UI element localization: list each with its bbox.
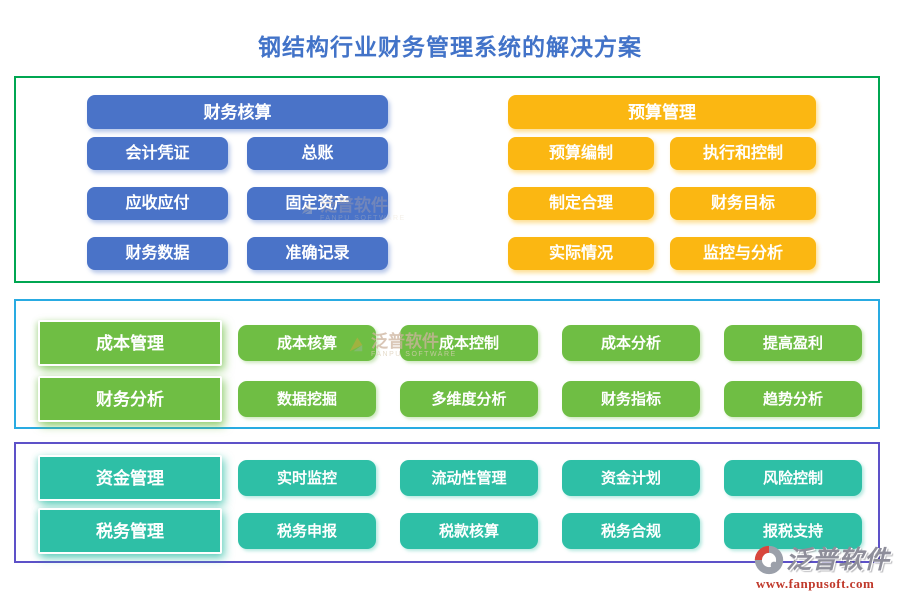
row-fund-management: 资金管理 实时监控 流动性管理 资金计划 风险控制 [38, 455, 862, 501]
block-finance-accounting-header: 财务核算 [87, 95, 388, 129]
block-realtime-monitoring: 实时监控 [238, 460, 376, 496]
group-budget-management: 预算管理 预算编制 执行和控制 制定合理 财务目标 实际情况 监控与分析 [508, 95, 816, 270]
block-cost-accounting: 成本核算 [238, 325, 376, 361]
block-monitoring-analysis: 监控与分析 [670, 237, 816, 270]
block-reasonable-setting: 制定合理 [508, 187, 654, 220]
block-improve-profit: 提高盈利 [724, 325, 862, 361]
row-cost-management: 成本管理 成本核算 成本控制 成本分析 提高盈利 [38, 320, 862, 366]
section-fund-tax: 资金管理 实时监控 流动性管理 资金计划 风险控制 税务管理 税务申报 税款核算… [14, 442, 880, 563]
block-data-mining: 数据挖掘 [238, 381, 376, 417]
block-actual-situation: 实际情况 [508, 237, 654, 270]
block-liquidity-management: 流动性管理 [400, 460, 538, 496]
block-accurate-records: 准确记录 [247, 237, 388, 270]
block-accounting-voucher: 会计凭证 [87, 137, 228, 170]
block-financial-indicators: 财务指标 [562, 381, 700, 417]
block-financial-analysis-header: 财务分析 [38, 376, 222, 422]
block-tax-management-header: 税务管理 [38, 508, 222, 554]
block-budget-preparation: 预算编制 [508, 137, 654, 170]
block-tax-declaration: 税务申报 [238, 513, 376, 549]
row-financial-analysis: 财务分析 数据挖掘 多维度分析 财务指标 趋势分析 [38, 376, 862, 422]
block-fund-management-header: 资金管理 [38, 455, 222, 501]
block-financial-goals: 财务目标 [670, 187, 816, 220]
group-finance-accounting: 财务核算 会计凭证 总账 应收应付 固定资产 财务数据 准确记录 [87, 95, 388, 270]
block-multidimensional-analysis: 多维度分析 [400, 381, 538, 417]
block-tax-compliance: 税务合规 [562, 513, 700, 549]
row-tax-management: 税务管理 税务申报 税款核算 税务合规 报税支持 [38, 508, 862, 554]
vendor-logo[interactable]: 泛普软件 www.fanpusoft.com [754, 545, 890, 592]
section-finance-budget: 财务核算 会计凭证 总账 应收应付 固定资产 财务数据 准确记录 预算管理 预算… [14, 76, 880, 283]
block-execution-control: 执行和控制 [670, 137, 816, 170]
block-financial-data: 财务数据 [87, 237, 228, 270]
block-trend-analysis: 趋势分析 [724, 381, 862, 417]
vendor-url[interactable]: www.fanpusoft.com [755, 576, 875, 591]
block-tax-accounting: 税款核算 [400, 513, 538, 549]
block-general-ledger: 总账 [247, 137, 388, 170]
page-title: 钢结构行业财务管理系统的解决方案 [258, 34, 642, 60]
block-cost-management-header: 成本管理 [38, 320, 222, 366]
vendor-name: 泛普软件 [785, 545, 890, 574]
block-tax-filing-support: 报税支持 [724, 513, 862, 549]
block-cost-control: 成本控制 [400, 325, 538, 361]
block-risk-control: 风险控制 [724, 460, 862, 496]
block-fund-planning: 资金计划 [562, 460, 700, 496]
block-budget-management-header: 预算管理 [508, 95, 816, 129]
block-fixed-assets: 固定资产 [247, 187, 388, 220]
block-cost-analysis: 成本分析 [562, 325, 700, 361]
block-receivable-payable: 应收应付 [87, 187, 228, 220]
fanpu-logo-icon [754, 545, 784, 575]
section-cost-analysis: 成本管理 成本核算 成本控制 成本分析 提高盈利 财务分析 数据挖掘 多维度分析… [14, 299, 880, 429]
